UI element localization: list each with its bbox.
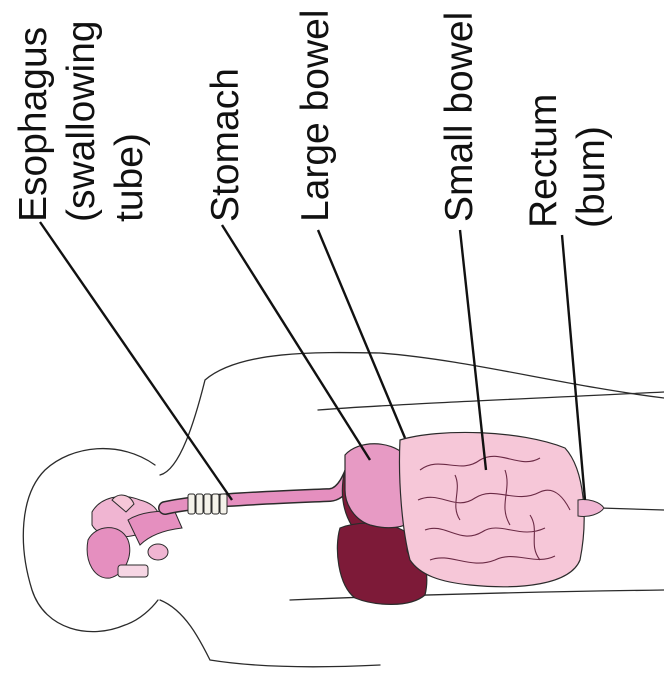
label-stomach: Stomach: [204, 68, 247, 222]
large-bowel-frame: [399, 432, 584, 586]
label-rectum: Rectum (bum): [522, 94, 613, 228]
torso-upper: [380, 353, 664, 398]
throat: [128, 511, 182, 545]
label-esophagus: Esophagus (swallowing tube): [12, 20, 151, 222]
label-large-bowel-line-1: Large bowel: [294, 10, 337, 222]
stomach-leader: [222, 225, 370, 460]
arm-lower: [290, 590, 664, 600]
label-esophagus-line-1: Esophagus: [12, 27, 55, 222]
rectum-organ: [578, 499, 604, 516]
label-small-bowel-line-1: Small bowel: [438, 12, 481, 222]
neck-shoulder-lower: [160, 600, 380, 667]
intestines-organ: [399, 432, 604, 586]
label-stomach-line-1: Stomach: [204, 68, 247, 222]
label-rectum-line-1: Rectum: [522, 94, 565, 228]
label-esophagus-line-2: (swallowing: [60, 20, 103, 222]
esophagus-organ: [165, 455, 358, 514]
esophagus-leader: [40, 222, 232, 500]
label-esophagus-line-3: tube): [108, 133, 151, 222]
label-rectum-line-2: (bum): [570, 126, 613, 228]
chin-structure: [148, 544, 168, 560]
teeth: [118, 565, 148, 577]
label-large-bowel: Large bowel: [294, 10, 337, 222]
label-small-bowel: Small bowel: [438, 12, 481, 222]
trachea-rings: [188, 494, 227, 514]
leg-divide: [600, 508, 664, 510]
arm-upper: [318, 392, 664, 410]
